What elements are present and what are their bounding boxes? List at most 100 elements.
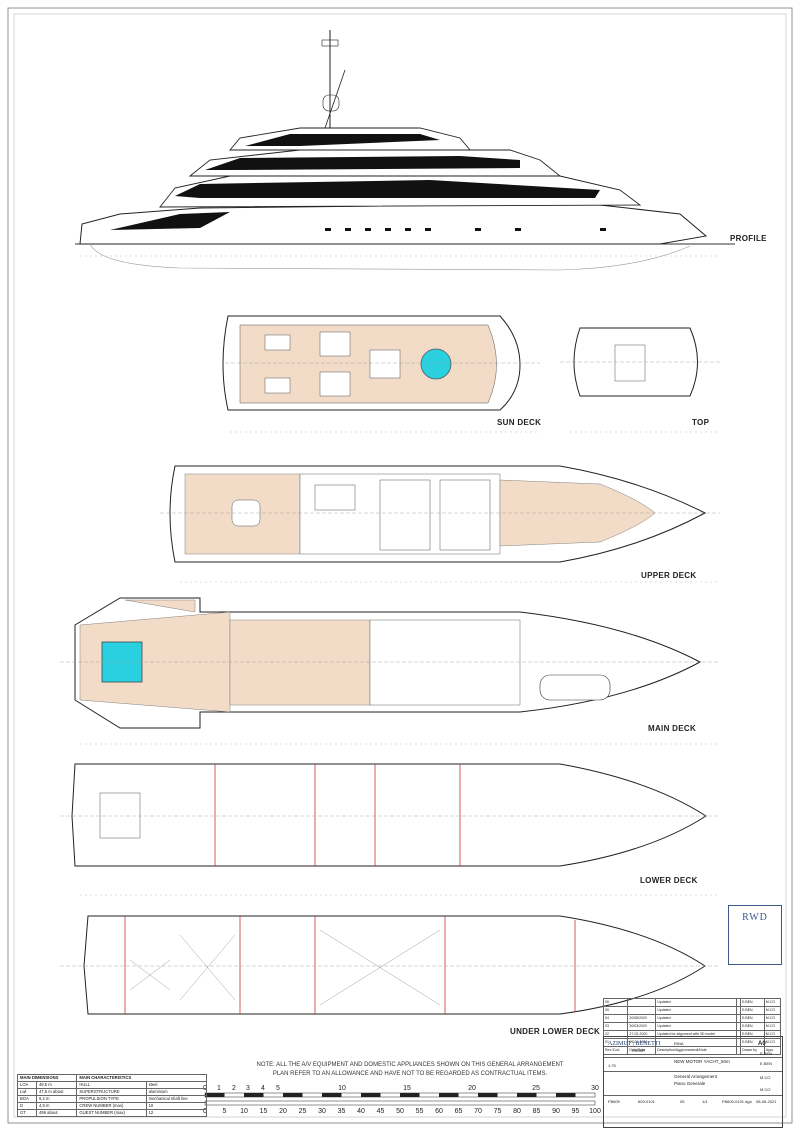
scale-tick-bottom: 50 xyxy=(396,1108,404,1115)
dimension-cell: 4,9 m xyxy=(35,1102,78,1110)
dimension-cell: D xyxy=(17,1102,37,1110)
sun-deck-plan xyxy=(222,315,540,411)
top-label: TOP xyxy=(692,418,710,427)
scale-tick-bottom: 70 xyxy=(474,1108,482,1115)
sun-deck-label: SUN DECK xyxy=(497,418,542,427)
scale-tick-bottom: 80 xyxy=(513,1108,521,1115)
dimension-cell: 499 about xyxy=(35,1109,78,1117)
scale-tick-top: 15 xyxy=(403,1085,411,1092)
main-deck-label: MAIN DECK xyxy=(648,724,697,733)
scale-tick-bottom: 5 xyxy=(223,1108,227,1115)
dimension-cell: 49,5 m xyxy=(35,1081,78,1089)
scale-tick-top: 1 xyxy=(217,1085,221,1092)
company-logo: AZIMUT | BENETTI xyxy=(608,1041,661,1047)
revision-cell: Updated xyxy=(655,1022,738,1031)
scale-tick-bottom: 75 xyxy=(494,1108,502,1115)
file-name: FB609-0101.dgn xyxy=(722,1099,752,1104)
scale-tick-bottom: 45 xyxy=(377,1108,385,1115)
revision-cell: Updated xyxy=(655,1014,738,1023)
scale-tick-bottom: 20 xyxy=(279,1108,287,1115)
revision-cell: M.CO xyxy=(763,1014,782,1023)
scale-tick-bottom: 60 xyxy=(435,1108,443,1115)
revision-number: 05 xyxy=(680,1099,685,1104)
company-sub: GROUP xyxy=(632,1049,645,1053)
revision-cell xyxy=(736,1046,742,1055)
scale-tick-top: 2 xyxy=(232,1085,236,1092)
checked-by: E.BEN xyxy=(760,1061,773,1066)
main-deck-plan xyxy=(60,597,720,729)
class-society: RINA xyxy=(674,1041,684,1046)
lower-deck-plan xyxy=(60,763,720,867)
job-number: FB609 xyxy=(608,1099,620,1104)
dimension-cell: mechanical shaft line xyxy=(145,1095,208,1103)
dimension-cell: aluminium xyxy=(145,1088,208,1096)
dimension-cell: BOA xyxy=(17,1095,37,1103)
scale-tick-top: 20 xyxy=(468,1085,476,1092)
revision-cell: M.CO xyxy=(763,1022,782,1031)
main-dimensions-table: MAIN DIMENSIONS MAIN CHARACTERISTICS LOA… xyxy=(16,1074,208,1117)
scale-tick-top: 10 xyxy=(338,1085,346,1092)
revision-cell xyxy=(627,998,657,1007)
under-lower-deck-plan xyxy=(60,915,720,1015)
revision-cell: 20/08/2020 xyxy=(627,1014,657,1023)
dimensions-header: MAIN DIMENSIONS xyxy=(16,1074,78,1082)
revision-cell: 06 xyxy=(602,998,629,1007)
characteristics-header: MAIN CHARACTERISTICS xyxy=(76,1074,207,1082)
scale-tick-bottom: 10 xyxy=(240,1108,248,1115)
sheet-size: A0 xyxy=(758,1041,766,1047)
revision-cell: Appr. xyxy=(763,1046,782,1055)
scale-tick-bottom: 85 xyxy=(533,1108,541,1115)
under-lower-deck-label: UNDER LOWER DECK xyxy=(510,1027,601,1036)
scale-tick-top: 3 xyxy=(246,1085,250,1092)
revision-cell: E.BEN xyxy=(740,1022,765,1031)
revision-cell: 03 xyxy=(602,1022,629,1031)
upper-deck-label: UPPER DECK xyxy=(641,571,697,580)
revision-cell: 05 xyxy=(602,1006,629,1015)
dimension-cell: 9,2 m xyxy=(35,1095,78,1103)
upper-deck-plan xyxy=(160,465,720,563)
dimension-cell: GUEST NUMBER (max) xyxy=(76,1109,147,1117)
rwd-logo-text: RWD xyxy=(742,912,768,923)
scale-tick-top: 4 xyxy=(261,1085,265,1092)
approved-by: M.CO xyxy=(760,1075,771,1080)
scale-tick-bottom: 40 xyxy=(357,1108,365,1115)
graphic-scale xyxy=(204,1092,596,1106)
drawing-scale: 1:75 xyxy=(608,1063,616,1068)
dimension-cell: 12 xyxy=(145,1109,208,1117)
top-plan xyxy=(560,327,720,397)
dimension-cell: LOA xyxy=(17,1081,37,1089)
scale-tick-bottom: 100 xyxy=(589,1108,601,1115)
general-note: NOTE: ALL THE A/V EQUIPMENT AND DOMESTIC… xyxy=(256,1062,564,1077)
scale-tick-bottom: 90 xyxy=(552,1108,560,1115)
revision-cell: M.CO xyxy=(763,1006,782,1015)
dimension-cell: CREW NUMBER (max) xyxy=(76,1102,147,1110)
sheet-number: 1/1 xyxy=(702,1099,708,1104)
approved-by-2: M.CO xyxy=(760,1087,771,1092)
revision-cell: 04 xyxy=(602,1014,629,1023)
scale-tick-bottom: 30 xyxy=(318,1108,326,1115)
dimension-cell: HULL xyxy=(76,1081,147,1089)
scale-tick-bottom: 65 xyxy=(455,1108,463,1115)
dimension-cell: SUPERSTRUCTURE xyxy=(76,1088,147,1096)
scale-tick-bottom: 95 xyxy=(572,1108,580,1115)
revision-cell: E.BEN xyxy=(740,998,765,1007)
scale-tick-bottom: 35 xyxy=(338,1108,346,1115)
scale-tick-top: 5 xyxy=(276,1085,280,1092)
revision-cell: 30/03/2020 xyxy=(627,1022,657,1031)
scale-tick-top: 25 xyxy=(532,1085,540,1092)
dimension-cell: steel xyxy=(145,1081,208,1089)
project-name: NEW MOTOR YACHT_50m xyxy=(674,1059,730,1064)
profile-label: PROFILE xyxy=(730,234,767,243)
revision-cell: Updated xyxy=(655,998,738,1007)
